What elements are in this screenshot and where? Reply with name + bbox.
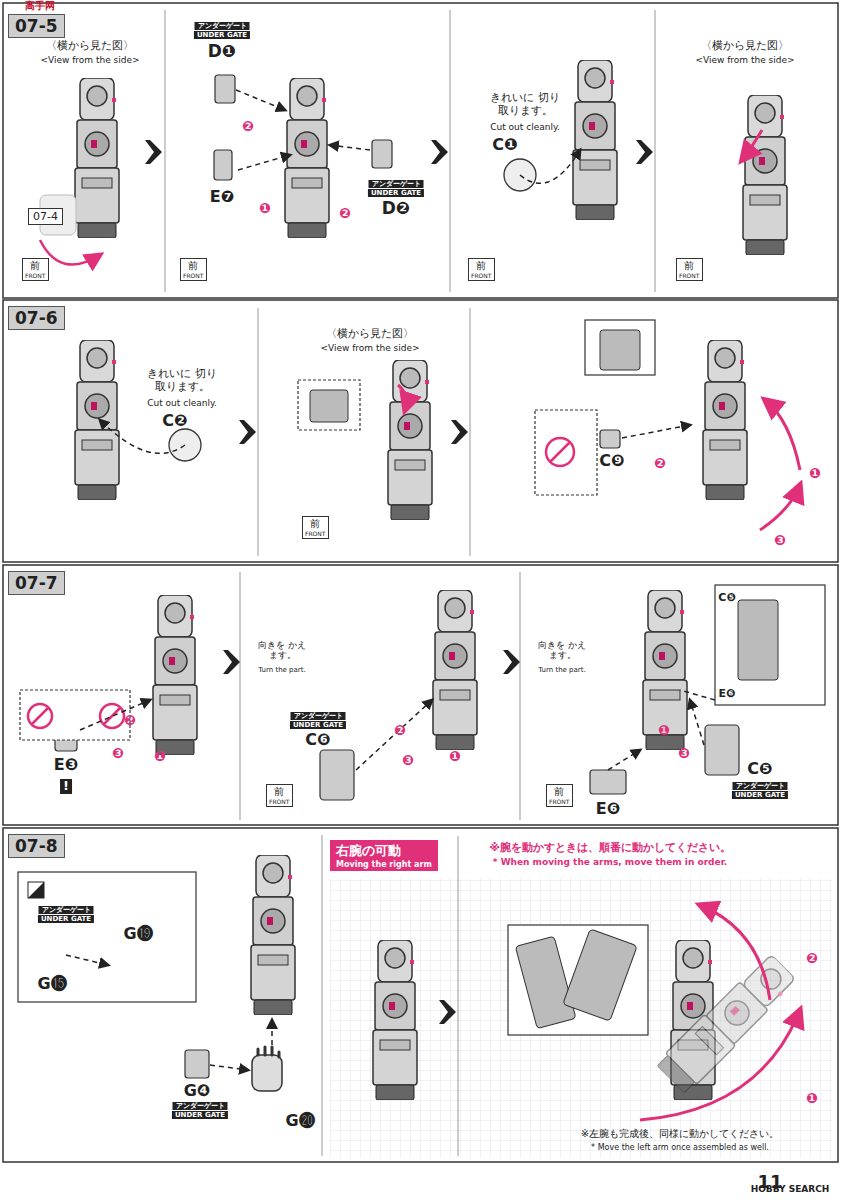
node-text: FRONT [471,272,492,279]
watermark: 高手网 [25,0,55,12]
node-text: 前 [183,260,204,272]
step-badge: 07-6 [8,306,65,330]
part-number: E❻ [596,800,620,818]
node-text: 右腕の可動 [336,842,432,860]
front-icon: 前FRONT [302,516,329,539]
order-number: ❷ [654,455,666,471]
order-number: ❷ [242,118,254,134]
node-text: FRONT [305,530,326,537]
instruction-note: 向きを かえます。 [254,640,310,661]
step-badge: 07-8 [8,834,65,858]
instruction-note: Cut out cleanly. [490,122,560,132]
view-note: 〈横から見た図〉 [701,40,789,53]
node-text: FRONT [269,798,290,805]
order-number: ❸ [112,745,124,761]
part-number: G⓴ [285,1112,314,1130]
node-text: FRONT [183,272,204,279]
gate-tag: アンダーゲート [195,22,250,30]
node-text: 前 [269,786,290,798]
node-text: 07-6 [15,308,58,328]
node-text: 07-7 [15,573,58,593]
gate-tag: アンダーゲート [173,1102,228,1110]
node-text: 前 [549,786,570,798]
instruction-note: 向きを かえます。 [534,640,590,661]
part-number: C❶ [492,136,517,154]
section-header: 右腕の可動Moving the right arm [330,840,438,871]
front-icon: 前FRONT [676,258,703,281]
front-icon: 前FRONT [22,258,49,281]
order-number: ❶ [449,748,461,764]
front-icon: 前FRONT [266,784,293,807]
part-number: C❷ [162,412,187,430]
part-number: C❻ [305,731,330,749]
node-text: Moving the right arm [336,860,432,869]
instruction-note: きれいに 切り取ります。 [143,368,221,393]
node-text: 07-4 [33,210,58,223]
view-note: <View from the side> [320,343,419,353]
caution-icon: ! [60,779,72,794]
note: ※左腕も完成後、同様に動かしてください。 [581,1128,779,1140]
gate-tag: UNDER GATE [732,791,788,799]
instruction-note: Turn the part. [538,666,585,674]
gate-tag: UNDER GATE [38,915,94,923]
order-number: ❶ [154,748,166,764]
gate-tag: アンダーゲート [369,180,424,188]
order-number: ❸ [678,745,690,761]
note: ※腕を動かすときは、順番に動かしてください。 [489,842,731,855]
part-number: D❶ [208,42,237,62]
part-number: C❺ [747,760,772,778]
node-text: 前 [25,260,46,272]
part-number: E❻ [719,688,736,701]
order-number: ❶ [809,465,821,481]
order-number: ❷ [124,712,136,728]
part-number: D❷ [382,199,411,219]
order-number: ❶ [806,1090,818,1106]
part-number: C❺ [718,592,735,605]
gate-tag: UNDER GATE [368,189,424,197]
instruction-note: Cut out cleanly. [147,398,217,408]
part-number: G❹ [184,1082,211,1100]
watermark: HOBBY SEARCH [751,1184,830,1194]
node-text: FRONT [549,798,570,805]
gate-tag: アンダーゲート [291,712,346,720]
order-number: ❷ [394,722,406,738]
instruction-note: きれいに 切り取ります。 [486,92,564,117]
gate-tag: UNDER GATE [290,721,346,729]
order-number: ❶ [259,200,271,216]
front-icon: 前FRONT [546,784,573,807]
node-text: 前 [679,260,700,272]
step-badge: 07-5 [8,14,65,38]
node-text: FRONT [25,272,46,279]
node-text: FRONT [679,272,700,279]
view-note: 〈横から見た図〉 [46,40,134,53]
part-number: E❸ [54,756,78,774]
note: * When moving the arms, move them in ord… [493,857,727,867]
order-number: ❸ [402,752,414,768]
gate-tag: UNDER GATE [172,1111,228,1119]
gate-tag: アンダーゲート [39,906,94,914]
front-icon: 前FRONT [468,258,495,281]
instruction-note: Turn the part. [258,666,305,674]
step-reference: 07-4 [28,208,63,225]
node-text: 07-5 [15,16,58,36]
node-text: 07-8 [15,836,58,856]
note: * Move the left arm once assembled as we… [591,1143,769,1152]
order-number: ❸ [774,532,786,548]
step-badge: 07-7 [8,571,65,595]
view-note: <View from the side> [695,55,794,65]
node-text: 前 [471,260,492,272]
front-icon: 前FRONT [180,258,207,281]
part-number: G⓯ [37,975,66,993]
part-number: C❾ [599,452,624,470]
order-number: ❶ [658,722,670,738]
view-note: 〈横から見た図〉 [326,328,414,341]
gate-tag: アンダーゲート [733,782,788,790]
view-note: <View from the side> [40,55,139,65]
node-text: 前 [305,518,326,530]
gate-tag: UNDER GATE [194,31,250,39]
part-number: E❼ [210,188,234,206]
order-number: ❷ [806,950,818,966]
part-number: G⓳ [123,925,152,943]
order-number: ❷ [339,205,351,221]
